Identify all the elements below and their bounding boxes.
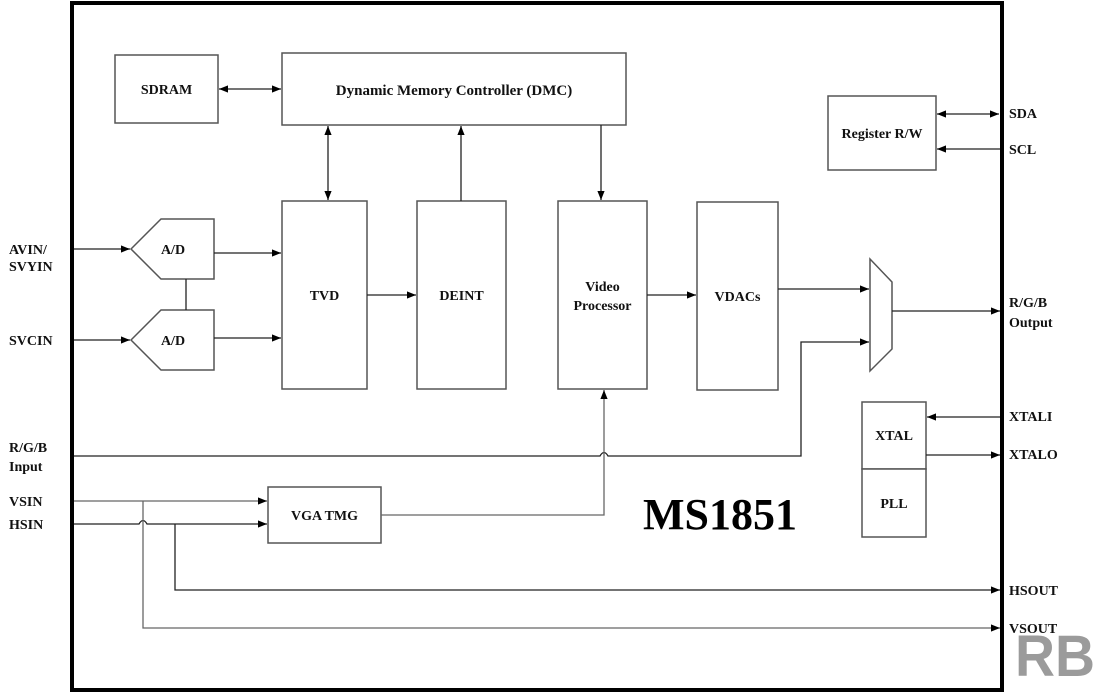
- video-processor-label-line2: Processor: [573, 299, 631, 314]
- mux-block: [869, 257, 893, 373]
- pin-rgb-output-line1: R/G/B: [1009, 296, 1047, 311]
- tvd-block: TVD: [281, 200, 368, 390]
- chip-name-label: MS1851: [643, 490, 797, 539]
- rgb-input-mux-arrow: [74, 338, 869, 457]
- deint-block: DEINT: [416, 200, 507, 390]
- pin-rgb-input-line2: Input: [9, 460, 43, 475]
- pin-hsout: HSOUT: [1009, 584, 1059, 599]
- ad2-label: A/D: [161, 334, 185, 349]
- pin-xtalo: XTALO: [1009, 448, 1058, 463]
- watermark-logo: RB: [1015, 624, 1095, 689]
- pin-xtali: XTALI: [1009, 410, 1052, 425]
- tvd-label: TVD: [310, 289, 340, 304]
- pin-avin-line1: AVIN/: [9, 243, 48, 258]
- pin-rgb-output-line2: Output: [1009, 316, 1053, 331]
- ad-converter-2: A/D: [129, 309, 215, 371]
- xtal-label: XTAL: [875, 429, 913, 444]
- register-rw-label: Register R/W: [842, 127, 923, 142]
- hsin-hsout-arrow: [174, 524, 1000, 594]
- vdacs-block: VDACs: [696, 201, 779, 391]
- register-rw-block: Register R/W: [827, 95, 937, 171]
- deint-label: DEINT: [439, 289, 484, 304]
- hsin-vgatmg-arrow: [74, 519, 267, 528]
- video-processor-label-line1: Video: [585, 280, 619, 295]
- pin-scl: SCL: [1009, 143, 1036, 158]
- vga-tmg-label: VGA TMG: [291, 509, 358, 524]
- pin-hsin: HSIN: [9, 518, 43, 533]
- pin-avin-line2: SVYIN: [9, 260, 53, 275]
- pin-vsin: VSIN: [9, 495, 42, 510]
- dmc-block: Dynamic Memory Controller (DMC): [281, 52, 627, 126]
- sdram-block: SDRAM: [114, 54, 219, 124]
- pin-svcin: SVCIN: [9, 334, 53, 349]
- pin-sda: SDA: [1009, 107, 1038, 122]
- vgatmg-vp-arrow: [381, 390, 608, 516]
- chip-boundary: [70, 1, 1004, 692]
- vdacs-label: VDACs: [715, 290, 761, 305]
- sdram-label: SDRAM: [141, 83, 192, 98]
- ad-converter-1: A/D: [129, 218, 215, 280]
- pin-vsout: VSOUT: [1009, 622, 1058, 637]
- xtal-block: XTAL: [861, 401, 927, 470]
- video-processor-block: Video Processor: [557, 200, 648, 390]
- ad1-label: A/D: [161, 243, 185, 258]
- dmc-label: Dynamic Memory Controller (DMC): [336, 83, 572, 99]
- vsin-vsout-arrow: [142, 501, 1000, 632]
- pll-block: PLL: [861, 468, 927, 538]
- pll-label: PLL: [880, 497, 907, 512]
- pin-rgb-input-line1: R/G/B: [9, 441, 47, 456]
- vga-tmg-block: VGA TMG: [267, 486, 382, 544]
